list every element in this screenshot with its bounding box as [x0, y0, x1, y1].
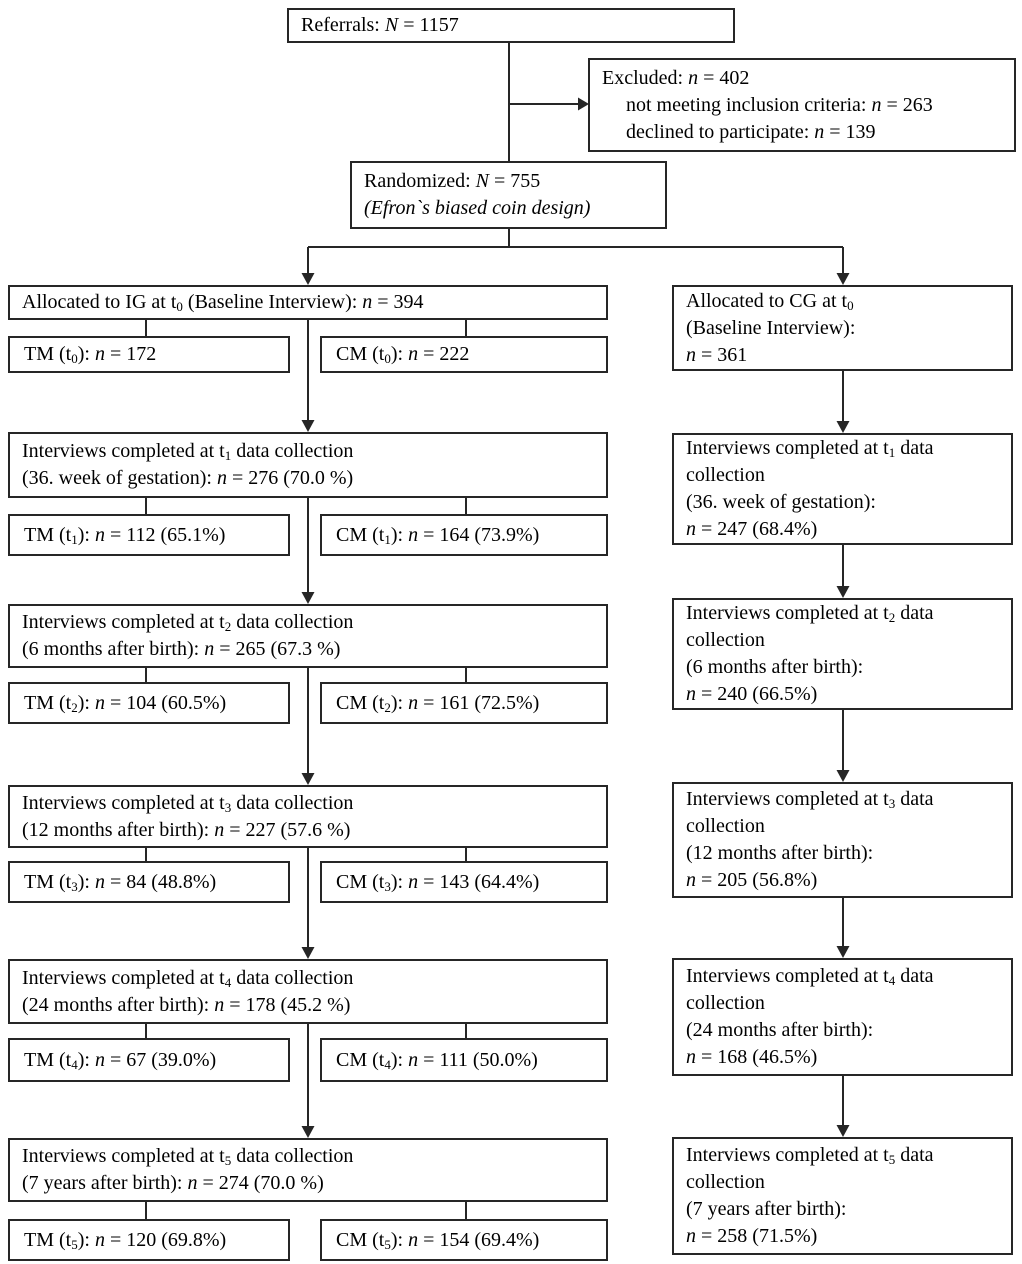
- ig-allocation-box: Allocated to IG at t0 (Baseline Intervie…: [8, 285, 608, 320]
- ig-cm-t2-box: CM (t2): n = 161 (72.5%): [320, 682, 608, 724]
- ig-tm-t0-box: TM (t0): n = 172: [8, 336, 290, 373]
- ig-tm-t5-box: TM (t5): n = 120 (69.8%): [8, 1219, 290, 1261]
- randomized-box: Randomized: N = 755(Efron`s biased coin …: [350, 161, 667, 229]
- ig-cm-t1-box: CM (t1): n = 164 (73.9%): [320, 514, 608, 556]
- ig-tm-t2-box: TM (t2): n = 104 (60.5%): [8, 682, 290, 724]
- ig-interviews-t2-box: Interviews completed at t2 data collecti…: [8, 604, 608, 668]
- ig-tm-t1-box: TM (t1): n = 112 (65.1%): [8, 514, 290, 556]
- ig-interviews-t5-box: Interviews completed at t5 data collecti…: [8, 1138, 608, 1202]
- arrowhead-cg-allocation: [836, 273, 850, 285]
- ig-cm-t4-box: CM (t4): n = 111 (50.0%): [320, 1038, 608, 1082]
- referrals-box: Referrals: N = 1157: [287, 8, 735, 43]
- arrowhead-ig-allocation: [301, 273, 315, 285]
- ig-cm-t3-box: CM (t3): n = 143 (64.4%): [320, 861, 608, 903]
- ig-tm-t3-box: TM (t3): n = 84 (48.8%): [8, 861, 290, 903]
- cg-allocation-box: Allocated to CG at t0(Baseline Interview…: [672, 285, 1013, 371]
- ig-cm-t0-box: CM (t0): n = 222: [320, 336, 608, 373]
- ig-interviews-t3-box: Interviews completed at t3 data collecti…: [8, 785, 608, 848]
- ig-cm-t5-box: CM (t5): n = 154 (69.4%): [320, 1219, 608, 1261]
- ig-interviews-t4-box: Interviews completed at t4 data collecti…: [8, 959, 608, 1024]
- ig-interviews-t1-box: Interviews completed at t1 data collecti…: [8, 432, 608, 498]
- ig-tm-t4-box: TM (t4): n = 67 (39.0%): [8, 1038, 290, 1082]
